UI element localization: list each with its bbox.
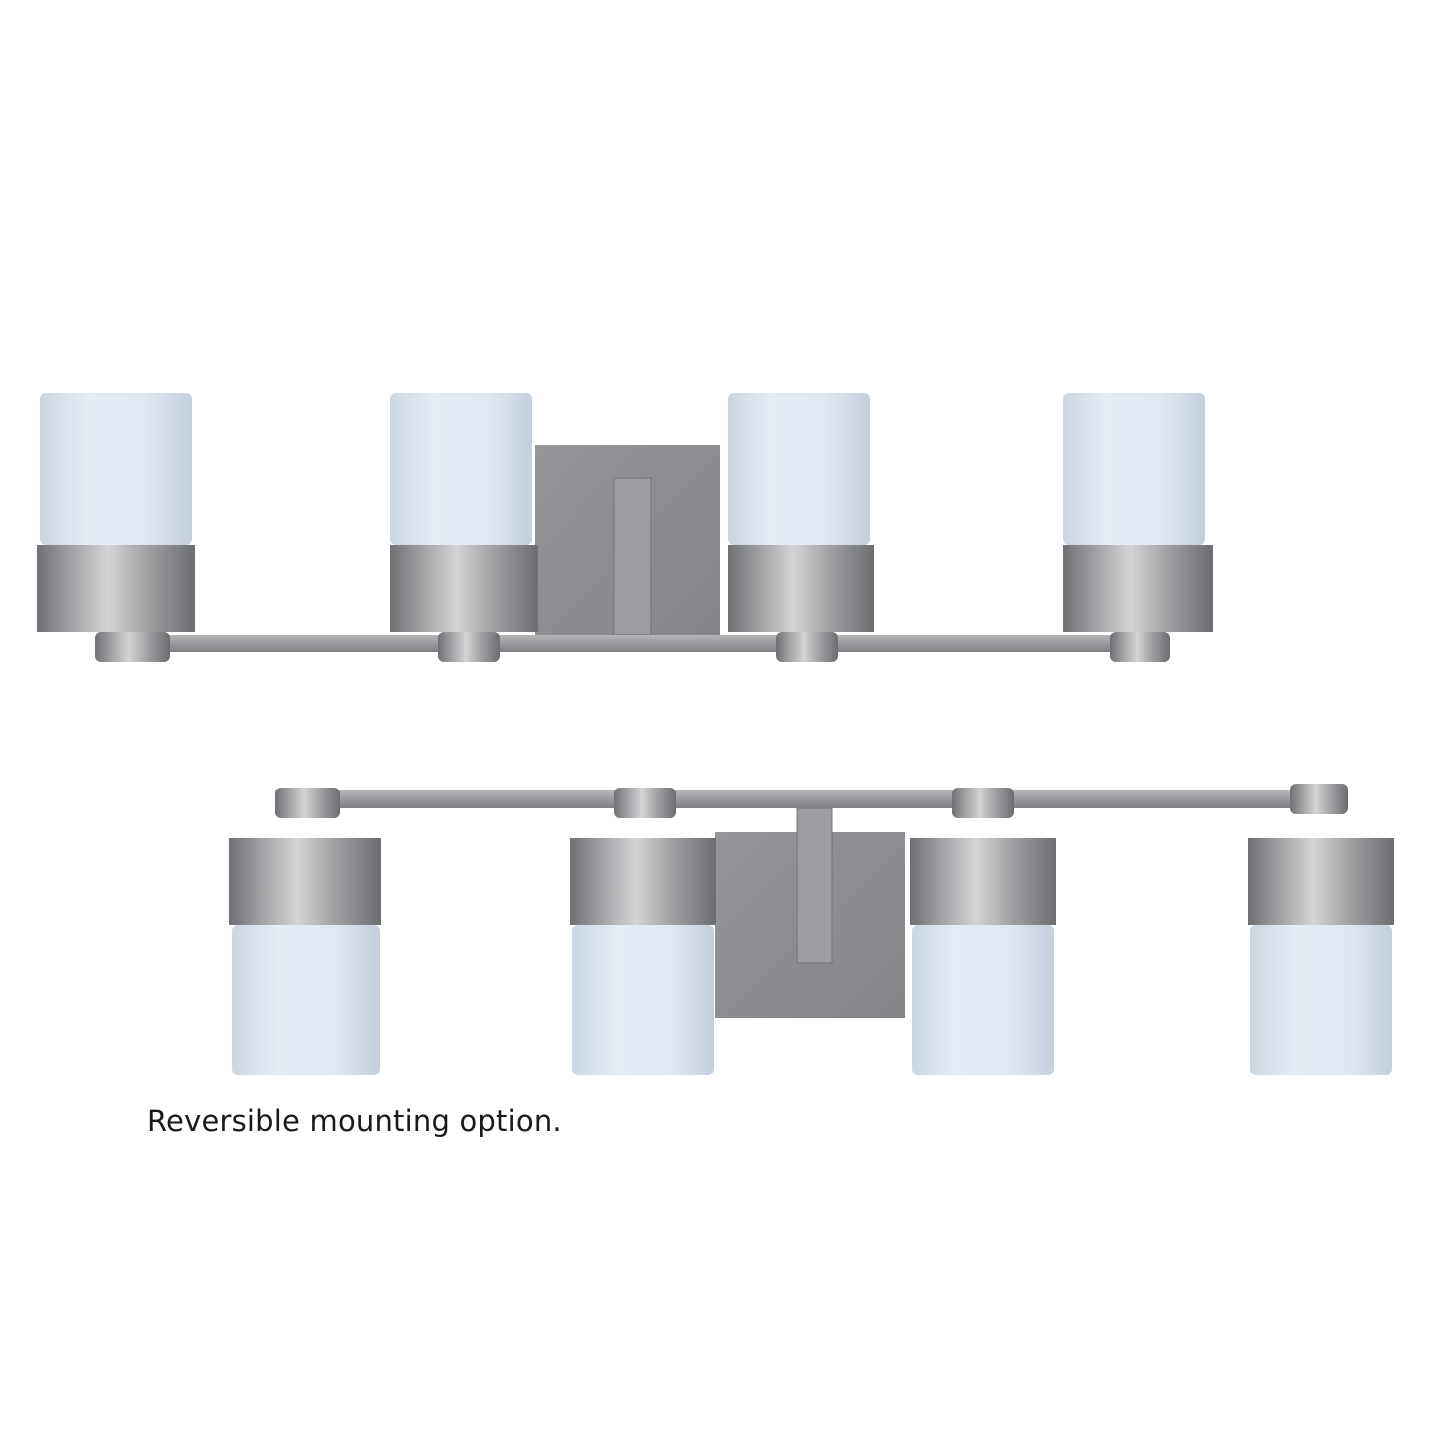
lamp	[37, 393, 195, 662]
fixture-shades-down	[229, 784, 1394, 1075]
lamp	[570, 788, 716, 1075]
lamp	[229, 788, 381, 1075]
lamp	[1063, 393, 1213, 662]
lamp	[728, 393, 874, 662]
mount-bar	[796, 807, 833, 964]
lamp	[1248, 784, 1394, 1075]
lamp	[910, 788, 1056, 1075]
fixture-shades-up	[37, 393, 1213, 662]
arm-bar	[275, 790, 1345, 808]
lamp	[390, 393, 538, 662]
mount-bar	[613, 477, 652, 636]
arm-bar	[120, 635, 1160, 652]
caption: Reversible mounting option.	[147, 1104, 562, 1138]
